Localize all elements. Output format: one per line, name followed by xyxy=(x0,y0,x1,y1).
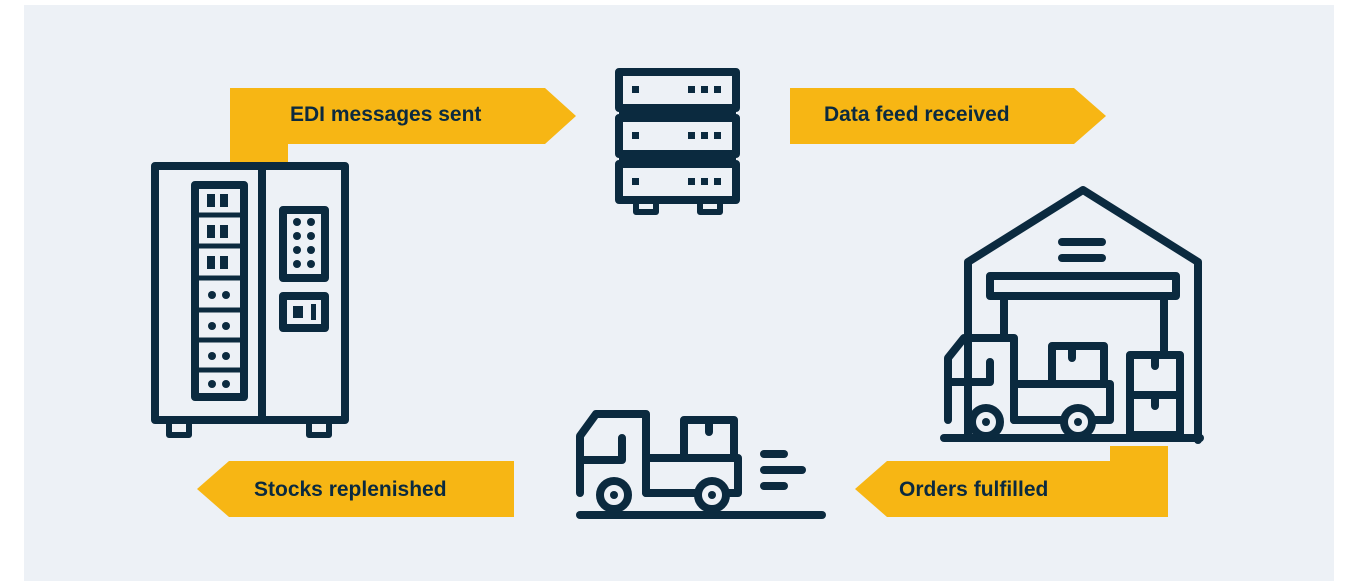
orders-fulfilled-label: Orders fulfilled xyxy=(899,478,1049,501)
stocks-replenished-arrow xyxy=(197,461,514,517)
vending-machine-icon xyxy=(151,162,349,438)
warehouse-icon xyxy=(940,186,1204,444)
feed-received-label: Data feed received xyxy=(824,103,1010,126)
edi-sent-label: EDI messages sent xyxy=(290,103,482,126)
server-icon xyxy=(615,68,740,215)
delivery-truck-icon xyxy=(576,410,826,519)
orders-fulfilled-arrow xyxy=(855,446,1168,517)
server-leds xyxy=(632,86,721,185)
feed-received-arrow xyxy=(790,88,1106,144)
stocks-replenished-label: Stocks replenished xyxy=(254,478,447,501)
edi-sent-arrow xyxy=(230,88,576,162)
vending-details xyxy=(207,194,316,388)
